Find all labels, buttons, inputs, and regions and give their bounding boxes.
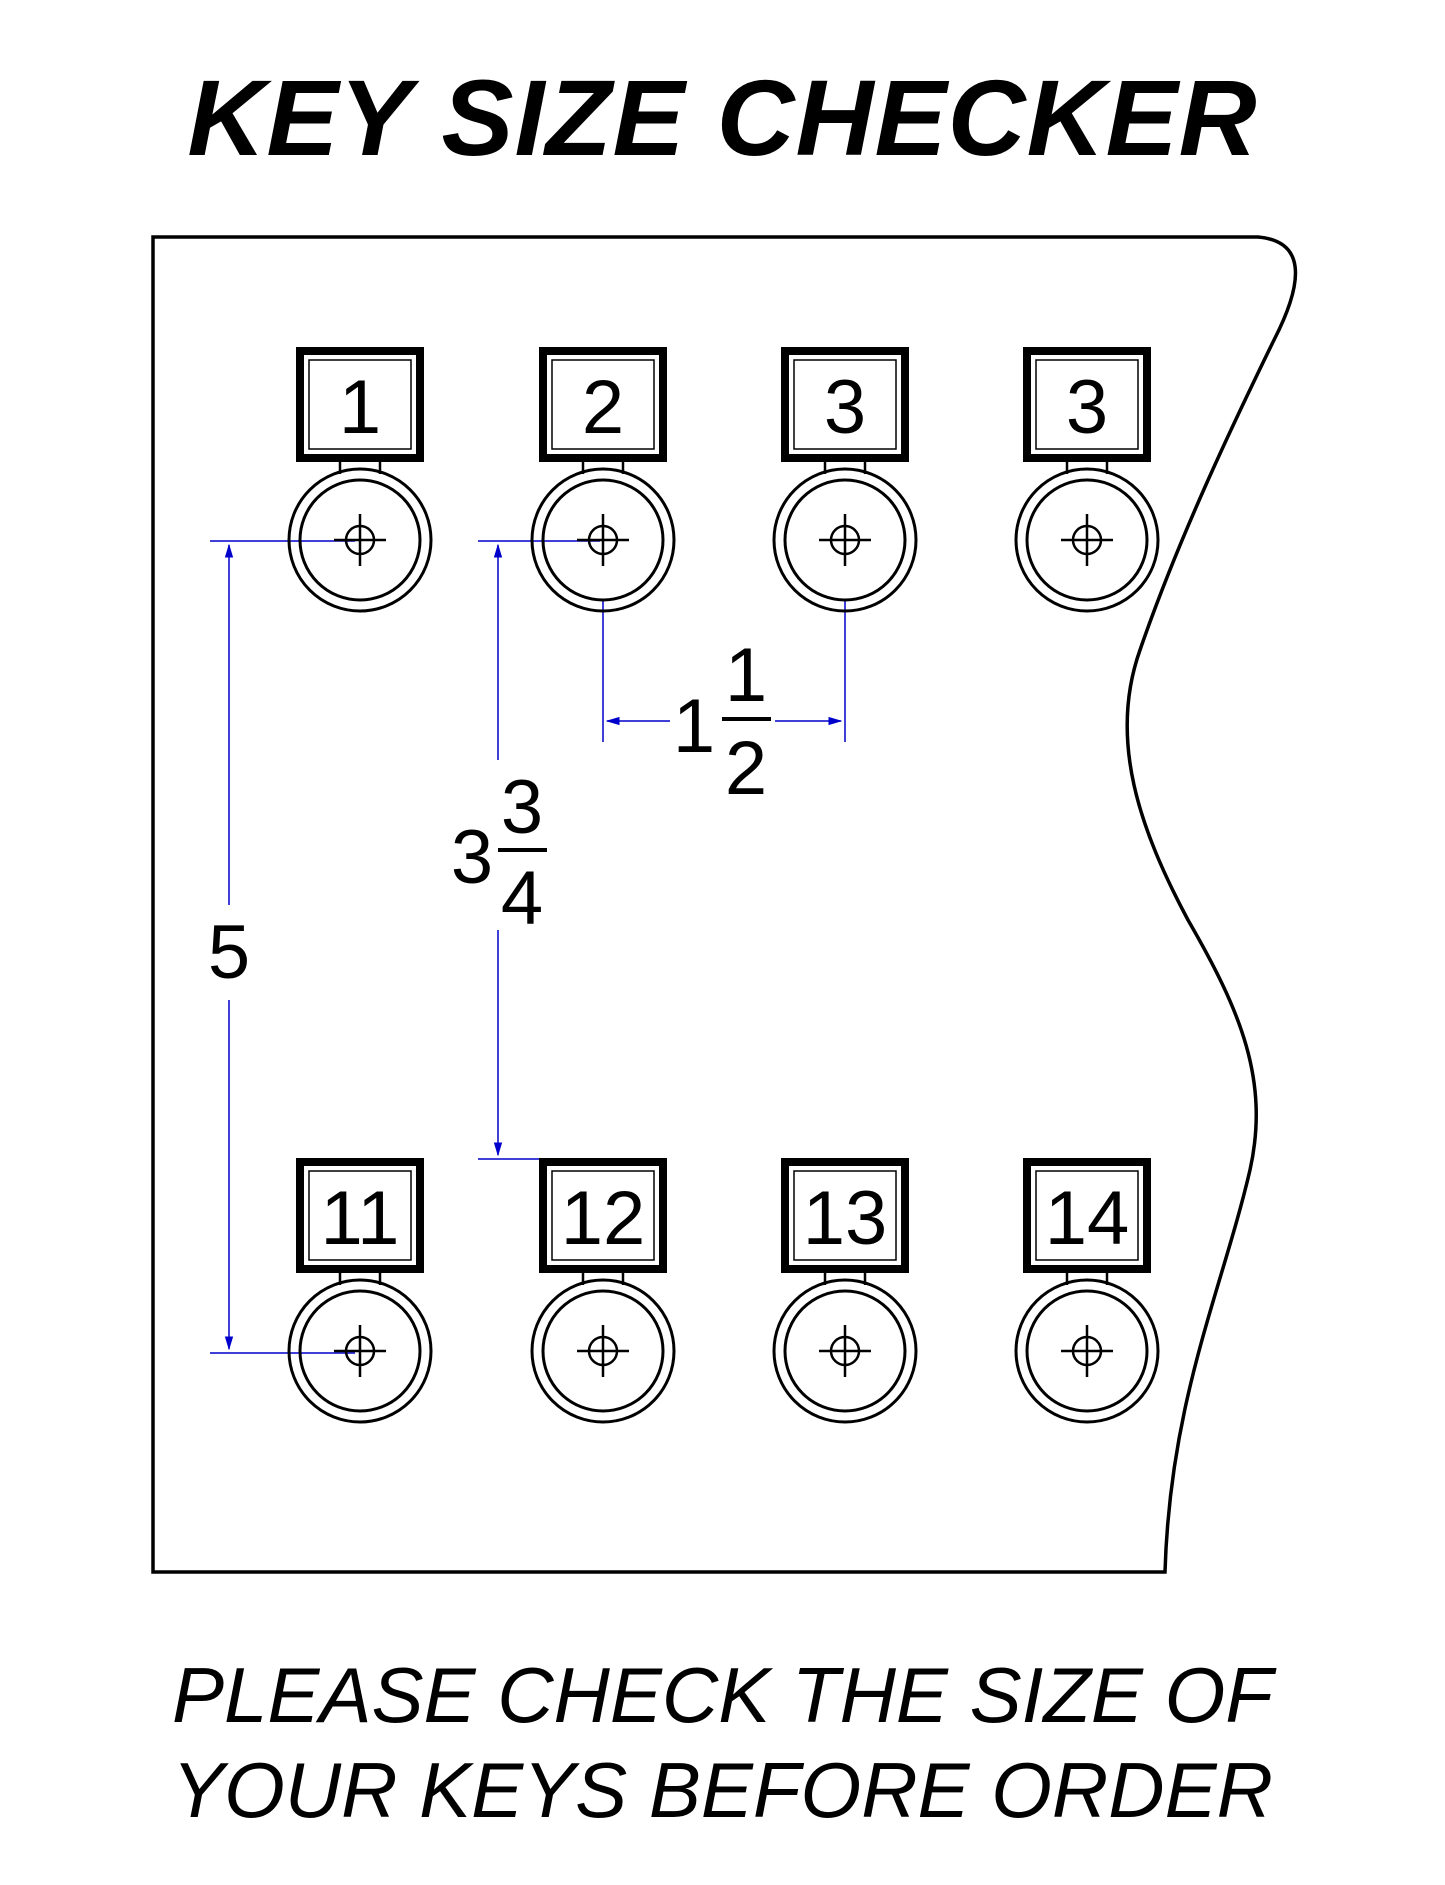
dimension-3-3-4: 3 3 4 <box>451 540 600 1160</box>
key-holder: 1 <box>287 347 433 613</box>
board-outline <box>151 235 1298 1574</box>
key-holder: 11 <box>287 1158 433 1424</box>
tag-label: 11 <box>321 1176 400 1261</box>
dimension-5-value: 5 <box>208 910 250 995</box>
page-title: KEY SIZE CHECKER <box>187 57 1258 178</box>
key-holder: 2 <box>530 347 676 613</box>
key-holder: 3 <box>1014 347 1160 613</box>
dimension-5: 5 <box>208 540 355 1354</box>
tag-label: 13 <box>803 1176 888 1261</box>
dimension-1-1-2-denominator: 2 <box>725 726 767 811</box>
key-holder: 13 <box>772 1158 918 1424</box>
tag-label: 14 <box>1045 1176 1130 1261</box>
footer-line-2: YOUR KEYS BEFORE ORDER <box>172 1746 1273 1834</box>
tag-label: 12 <box>561 1176 646 1261</box>
dimension-3-3-4-numerator: 3 <box>501 765 543 850</box>
tag-label: 3 <box>1066 365 1108 450</box>
tag-label: 3 <box>824 365 866 450</box>
dimension-3-3-4-denominator: 4 <box>501 856 543 941</box>
key-holder: 12 <box>530 1158 676 1424</box>
key-holder: 3 <box>772 347 918 613</box>
dimension-1-1-2-numerator: 1 <box>725 633 767 718</box>
tag-label: 1 <box>339 365 381 450</box>
tag-label: 2 <box>582 365 624 450</box>
dimension-1-1-2-whole: 1 <box>673 684 715 769</box>
footer-line-1: PLEASE CHECK THE SIZE OF <box>172 1651 1273 1739</box>
key-holder: 14 <box>1014 1158 1160 1424</box>
dimension-3-3-4-whole: 3 <box>451 815 493 900</box>
dimension-1-1-2: 1 1 2 <box>602 600 846 811</box>
